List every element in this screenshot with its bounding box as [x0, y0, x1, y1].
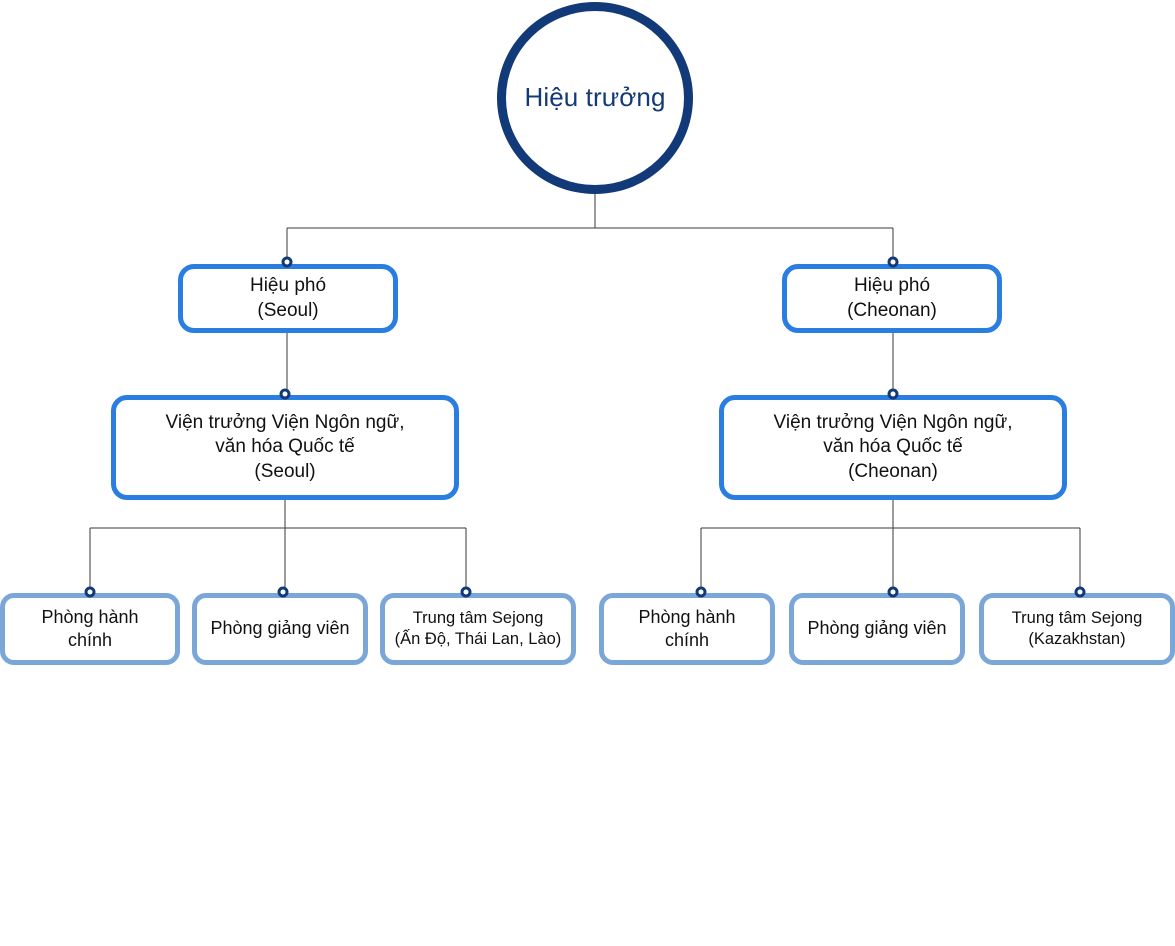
connector-dot-teachers-seoul [277, 586, 289, 598]
node-admin-office-cheonan[interactable]: Phòng hành chính [599, 593, 775, 665]
node-teachers-office-seoul-label: Phòng giảng viên [210, 618, 350, 639]
node-director-institute-seoul-label: Viện trưởng Viện Ngôn ngữ, văn hóa Quốc … [165, 412, 405, 482]
node-director-institute-seoul[interactable]: Viện trưởng Viện Ngôn ngữ, văn hóa Quốc … [111, 395, 459, 500]
node-sejong-center-seoul[interactable]: Trung tâm Sejong (Ấn Độ, Thái Lan, Lào) [380, 593, 576, 665]
connector-dot-vp-seoul [281, 256, 293, 268]
connector-dot-vp-cheonan [887, 256, 899, 268]
node-teachers-office-cheonan-label: Phòng giảng viên [807, 618, 947, 639]
node-admin-office-seoul[interactable]: Phòng hành chính [0, 593, 180, 665]
node-vice-principal-seoul-label: Hiệu phó (Seoul) [249, 275, 327, 321]
node-sejong-center-cheonan-label: Trung tâm Sejong (Kazakhstan) [1011, 608, 1143, 648]
connector-dot-sejong-cheonan [1074, 586, 1086, 598]
node-director-institute-cheonan[interactable]: Viện trưởng Viện Ngôn ngữ, văn hóa Quốc … [719, 395, 1067, 500]
node-root-label: Hiệu trưởng [524, 82, 666, 113]
connector-dot-admin-seoul [84, 586, 96, 598]
node-vice-principal-cheonan[interactable]: Hiệu phó (Cheonan) [782, 264, 1002, 333]
node-root-hieu-truong[interactable]: Hiệu trưởng [497, 2, 693, 194]
connector-dot-admin-cheonan [695, 586, 707, 598]
node-sejong-center-seoul-label: Trung tâm Sejong (Ấn Độ, Thái Lan, Lào) [394, 608, 562, 648]
connector-dot-dir-cheonan [887, 388, 899, 400]
node-vice-principal-seoul[interactable]: Hiệu phó (Seoul) [178, 264, 398, 333]
node-teachers-office-seoul[interactable]: Phòng giảng viên [192, 593, 368, 665]
node-vice-principal-cheonan-label: Hiệu phó (Cheonan) [847, 275, 937, 321]
connector-dot-dir-seoul [279, 388, 291, 400]
node-sejong-center-cheonan[interactable]: Trung tâm Sejong (Kazakhstan) [979, 593, 1175, 665]
node-admin-office-cheonan-label: Phòng hành chính [638, 606, 736, 650]
connector-dot-teachers-cheonan [887, 586, 899, 598]
connector-dot-sejong-seoul [460, 586, 472, 598]
node-teachers-office-cheonan[interactable]: Phòng giảng viên [789, 593, 965, 665]
node-admin-office-seoul-label: Phòng hành chính [41, 606, 139, 650]
node-director-institute-cheonan-label: Viện trưởng Viện Ngôn ngữ, văn hóa Quốc … [773, 412, 1013, 482]
